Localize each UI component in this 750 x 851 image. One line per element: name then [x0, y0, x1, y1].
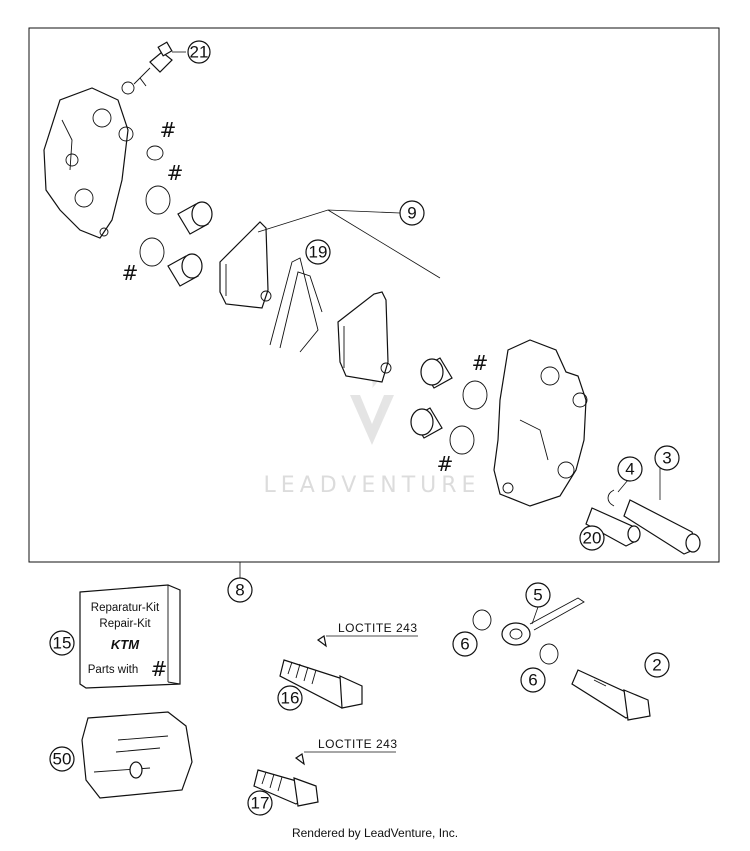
leader-5 [531, 606, 539, 625]
svg-text:17: 17 [251, 794, 270, 813]
assembly-frame [28, 27, 720, 563]
callout-16: 16 [277, 685, 303, 711]
callout-6-right: 6 [520, 667, 546, 693]
seal-right-top [462, 380, 488, 410]
washer-6-left [472, 609, 492, 631]
svg-text:6: 6 [528, 671, 537, 690]
callout-17: 17 [247, 790, 273, 816]
washer-6-right [539, 643, 559, 665]
banjo-bolt [571, 669, 651, 721]
hash-mark-2: # [167, 161, 184, 185]
brake-pad-left [219, 221, 272, 309]
svg-text:5: 5 [533, 586, 542, 605]
seal-left-bottom [139, 237, 165, 267]
svg-text:16: 16 [281, 689, 300, 708]
caliper-right [493, 339, 588, 507]
svg-text:3: 3 [662, 449, 671, 468]
guide-pin [623, 499, 701, 555]
svg-text:2: 2 [652, 656, 661, 675]
piston-left-bottom [167, 253, 203, 287]
bolt-20 [585, 507, 641, 547]
seal-left-small [146, 145, 164, 161]
hash-mark-1: # [160, 118, 177, 142]
clip-4 [607, 489, 615, 507]
svg-text:21: 21 [190, 43, 209, 62]
kit-hash: # [151, 657, 168, 681]
repair-kit-box: Reparatur-Kit Repair-Kit KTM Parts with … [79, 584, 181, 689]
hash-mark-5: # [437, 452, 454, 476]
seal-left-top [145, 185, 171, 215]
callout-21: 21 [187, 40, 211, 64]
ktm-logo-text: KTM [111, 637, 140, 652]
callout-4: 4 [617, 456, 643, 482]
callout-15: 15 [49, 630, 75, 656]
svg-text:19: 19 [309, 243, 328, 262]
svg-text:6: 6 [460, 635, 469, 654]
callout-9: 9 [399, 200, 425, 226]
callout-3: 3 [654, 445, 680, 471]
piston-left-top [177, 201, 213, 235]
piston-right-bottom [410, 407, 443, 439]
leader-4 [617, 479, 629, 493]
svg-text:9: 9 [407, 204, 416, 223]
callout-8: 8 [227, 577, 253, 603]
kit-title-de: Reparatur-Kit [91, 602, 160, 614]
callout-5: 5 [525, 582, 551, 608]
loctite-label-bottom: LOCTITE 243 [318, 737, 398, 751]
hash-mark-4: # [472, 351, 489, 375]
svg-text:50: 50 [53, 750, 72, 769]
callout-19: 19 [305, 239, 331, 265]
callout-50: 50 [49, 746, 75, 772]
bleeder-valve [121, 41, 173, 95]
brake-pad-right [337, 291, 392, 383]
leader-9 [257, 209, 441, 279]
caliper-left [43, 87, 134, 239]
seal-right-bottom [449, 425, 475, 455]
piston-right-top [420, 357, 453, 389]
kit-title-en: Repair-Kit [99, 618, 151, 630]
bolt-17 [253, 753, 319, 807]
svg-text:15: 15 [53, 634, 72, 653]
hash-mark-3: # [122, 261, 139, 285]
watermark-text: LEADVENTURE [264, 473, 481, 498]
svg-text:4: 4 [625, 460, 634, 479]
loctite-label-top: LOCTITE 243 [338, 621, 418, 635]
kit-parts-with: Parts with [88, 664, 139, 676]
footer-credit: Rendered by LeadVenture, Inc. [292, 826, 458, 840]
callout-20: 20 [579, 525, 605, 551]
callout-2: 2 [644, 652, 670, 678]
brake-cleaner-pack [81, 711, 193, 799]
bolt-16 [279, 635, 363, 709]
pad-spring [269, 257, 323, 353]
svg-text:20: 20 [583, 529, 602, 548]
callout-6-left: 6 [452, 631, 478, 657]
brake-line-fitting [501, 597, 585, 646]
svg-text:8: 8 [235, 581, 244, 600]
